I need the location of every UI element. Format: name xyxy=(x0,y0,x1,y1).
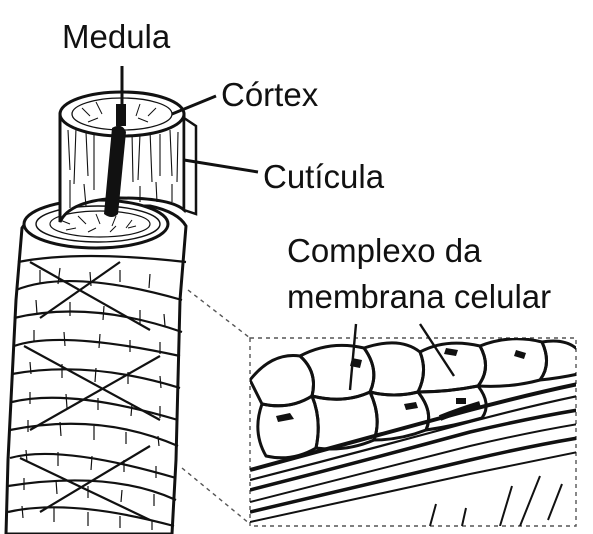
hair-shaft xyxy=(6,206,186,534)
zoom-guides xyxy=(182,290,250,524)
label-complexo-line1: Complexo da xyxy=(287,234,481,267)
label-cortex: Córtex xyxy=(221,78,318,111)
label-medula: Medula xyxy=(62,20,170,53)
label-cuticula: Cutícula xyxy=(263,160,384,193)
label-complexo-line2: membrana celular xyxy=(287,280,551,313)
cross-section-lower xyxy=(24,200,168,248)
inset-frame xyxy=(250,338,576,526)
cuticle-layer xyxy=(184,118,196,214)
magnified-inset xyxy=(250,338,578,526)
